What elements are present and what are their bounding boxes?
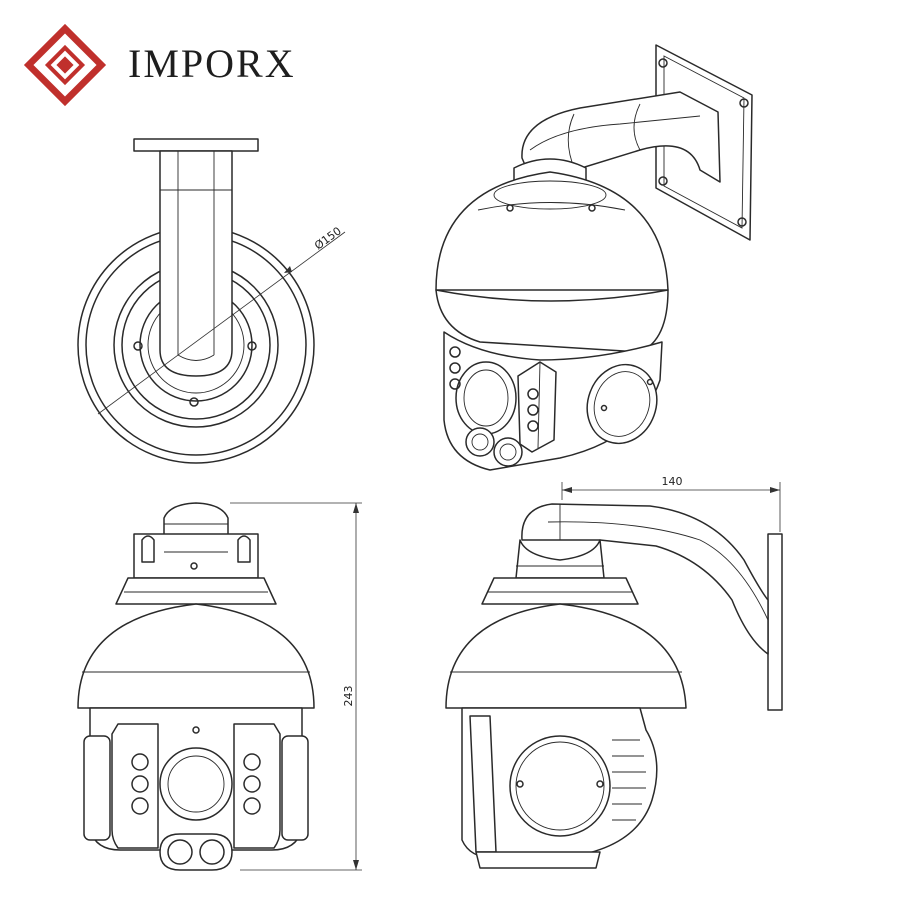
brand-logo-icon: [23, 23, 107, 107]
isometric-view: [435, 44, 753, 471]
side-view: 140: [445, 475, 783, 869]
front-view: 243: [77, 502, 362, 871]
diameter-label: Ø150: [312, 224, 344, 252]
height-label: 243: [342, 686, 355, 707]
top-view: Ø150: [77, 138, 346, 464]
arm-length-label: 140: [662, 475, 683, 488]
brand-name: IMPORX: [128, 41, 296, 86]
